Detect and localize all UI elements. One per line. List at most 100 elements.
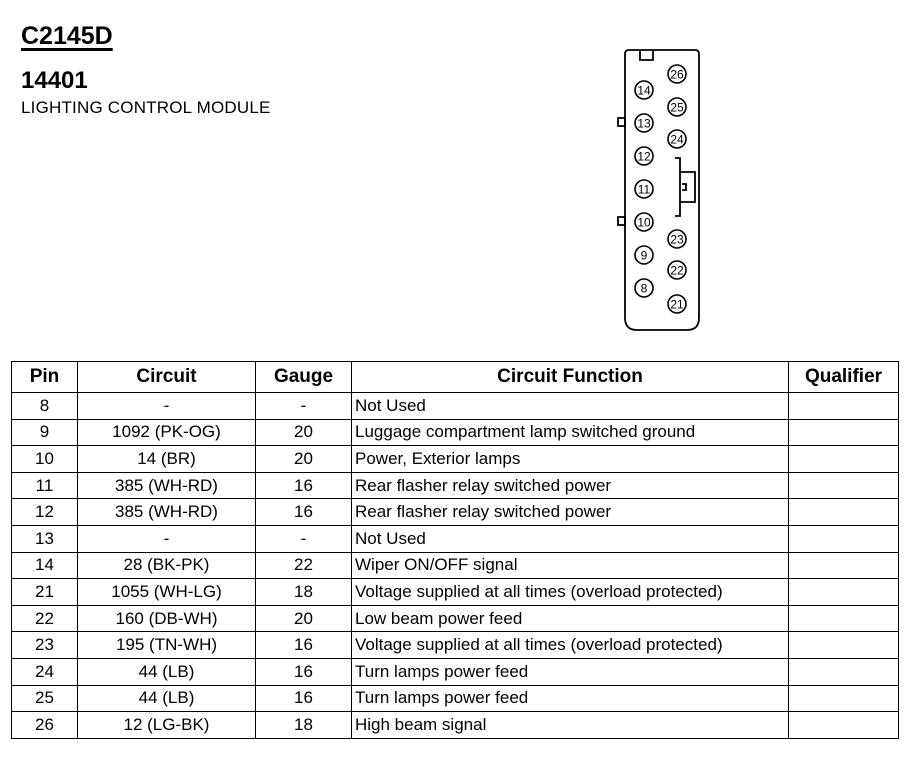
function-cell: Low beam power feed — [351, 604, 789, 633]
circuit-cell: 385 (WH-RD) — [77, 471, 256, 500]
pinout-table: Pin Circuit Gauge Circuit Function Quali… — [11, 361, 899, 739]
pin-cell: 9 — [11, 418, 78, 447]
function-cell: Voltage supplied at all times (overload … — [351, 578, 789, 606]
gauge-cell: 20 — [255, 604, 352, 633]
gauge-cell: 22 — [255, 551, 352, 580]
pin-label: 13 — [637, 117, 651, 131]
gauge-cell: - — [255, 392, 352, 420]
header-circuit: Circuit — [77, 361, 256, 393]
pin-label: 8 — [641, 282, 648, 296]
qualifier-cell — [788, 471, 899, 500]
pin-cell: 24 — [11, 657, 78, 686]
pin-label: 14 — [637, 84, 651, 98]
qualifier-cell — [788, 657, 899, 686]
circuit-cell: 1055 (WH-LG) — [77, 578, 256, 606]
circuit-cell: 195 (TN-WH) — [77, 631, 256, 659]
gauge-cell: 18 — [255, 711, 352, 739]
qualifier-cell — [788, 711, 899, 739]
qualifier-cell — [788, 684, 899, 713]
title-block: C2145D 14401 LIGHTING CONTROL MODULE — [21, 22, 271, 118]
pin-circle — [634, 146, 654, 166]
function-cell: Luggage compartment lamp switched ground — [351, 418, 789, 447]
circuit-cell: 44 (LB) — [77, 684, 256, 713]
pin-circle — [634, 179, 654, 199]
function-cell: Not Used — [351, 524, 789, 553]
gauge-cell: 18 — [255, 578, 352, 606]
function-cell: Not Used — [351, 392, 789, 420]
pin-circle — [634, 278, 654, 298]
qualifier-cell — [788, 551, 899, 580]
function-cell: Turn lamps power feed — [351, 657, 789, 686]
gauge-cell: 16 — [255, 657, 352, 686]
circuit-cell: 160 (DB-WH) — [77, 604, 256, 633]
pin-label: 26 — [670, 68, 684, 82]
circuit-cell: 28 (BK-PK) — [77, 551, 256, 580]
circuit-cell: 14 (BR) — [77, 445, 256, 473]
gauge-cell: 16 — [255, 684, 352, 713]
pin-cell: 13 — [11, 524, 78, 553]
gauge-cell: 16 — [255, 498, 352, 526]
qualifier-cell — [788, 604, 899, 633]
pin-circle — [667, 294, 687, 314]
table-row: 13--Not Used — [11, 524, 899, 553]
header-circuit-function: Circuit Function — [351, 361, 789, 393]
function-cell: Turn lamps power feed — [351, 684, 789, 713]
pin-cell: 22 — [11, 604, 78, 633]
header-qualifier: Qualifier — [788, 361, 899, 393]
pin-cell: 12 — [11, 498, 78, 526]
function-cell: Rear flasher relay switched power — [351, 498, 789, 526]
function-cell: Power, Exterior lamps — [351, 445, 789, 473]
pin-circle — [667, 229, 687, 249]
qualifier-cell — [788, 392, 899, 420]
header-pin: Pin — [11, 361, 78, 393]
function-cell: Voltage supplied at all times (overload … — [351, 631, 789, 659]
function-cell: Rear flasher relay switched power — [351, 471, 789, 500]
table-row: 8--Not Used — [11, 392, 899, 420]
pin-circle — [667, 129, 687, 149]
table-header-row: Pin Circuit Gauge Circuit Function Quali… — [11, 361, 899, 393]
circuit-cell: 44 (LB) — [77, 657, 256, 686]
left-latch-upper — [617, 117, 626, 127]
circuit-cell: - — [77, 524, 256, 553]
right-side-key — [675, 157, 696, 217]
header-gauge: Gauge — [255, 361, 352, 393]
pin-cell: 14 — [11, 551, 78, 580]
circuit-cell: 12 (LG-BK) — [77, 711, 256, 739]
connector-body — [624, 49, 700, 331]
qualifier-cell — [788, 498, 899, 526]
qualifier-cell — [788, 445, 899, 473]
pin-label: 25 — [670, 101, 684, 115]
left-latch-lower — [617, 216, 626, 226]
pin-label: 23 — [670, 233, 684, 247]
qualifier-cell — [788, 631, 899, 659]
pin-cell: 26 — [11, 711, 78, 739]
pin-label: 12 — [637, 150, 651, 164]
gauge-cell: - — [255, 524, 352, 553]
function-cell: Wiper ON/OFF signal — [351, 551, 789, 580]
part-number: 14401 — [21, 67, 88, 94]
locking-tab — [639, 50, 654, 61]
pin-label: 9 — [641, 249, 648, 263]
gauge-cell: 20 — [255, 418, 352, 447]
pin-cell: 10 — [11, 445, 78, 473]
pin-label: 22 — [670, 264, 684, 278]
connector-id: C2145D — [21, 22, 113, 50]
gauge-cell: 20 — [255, 445, 352, 473]
pin-cell: 23 — [11, 631, 78, 659]
qualifier-cell — [788, 578, 899, 606]
circuit-cell: 1092 (PK-OG) — [77, 418, 256, 447]
circuit-cell: 385 (WH-RD) — [77, 498, 256, 526]
qualifier-cell — [788, 418, 899, 447]
pin-circle — [634, 113, 654, 133]
